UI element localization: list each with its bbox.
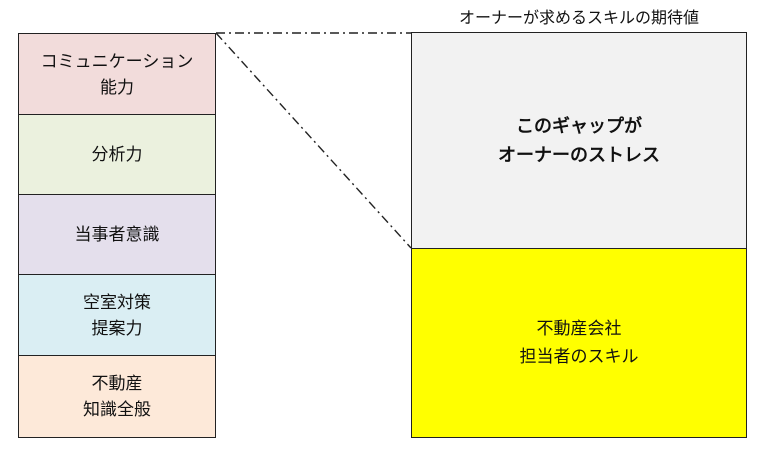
gap-stress-text: このギャップが オーナーのストレス (498, 116, 660, 166)
skill-box-analysis: 分析力 (18, 114, 216, 196)
skill-box-communication: コミュニケーション 能力 (18, 33, 216, 116)
skill-label: コミュニケーション 能力 (40, 51, 194, 98)
skill-box-real-estate-knowledge: 不動産 知識全般 (18, 355, 216, 438)
skill-box-vacancy-proposal: 空室対策 提案力 (18, 274, 216, 357)
skill-label: 空室対策 提案力 (83, 292, 151, 339)
skill-label: 分析力 (91, 145, 143, 165)
owner-expectation-label: オーナーが求めるスキルの期待値 (458, 8, 699, 27)
owner-expectation-box: このギャップが オーナーのストレス (411, 32, 747, 250)
skill-label: 当事者意識 (74, 225, 160, 245)
skill-box-ownership: 当事者意識 (18, 194, 216, 276)
connector-line-diagonal (215, 32, 412, 249)
skill-label: 不動産 知識全般 (83, 373, 151, 420)
staff-skill-text: 不動産会社 担当者のスキル (519, 319, 639, 367)
staff-skill-box: 不動産会社 担当者のスキル (411, 248, 747, 438)
